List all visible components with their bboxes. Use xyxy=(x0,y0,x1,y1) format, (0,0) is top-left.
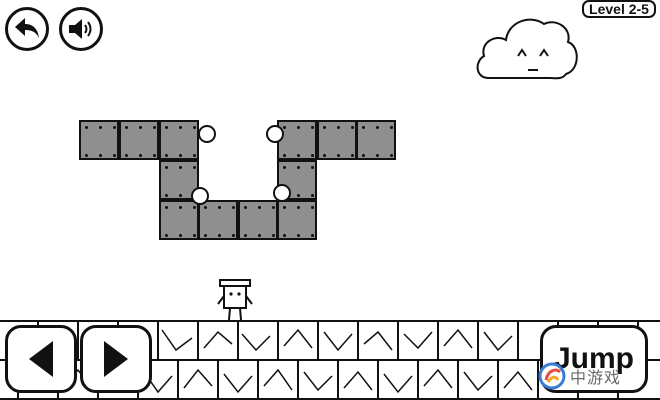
left-arrow-icon xyxy=(29,341,53,377)
stone-block xyxy=(317,120,357,160)
sound-button[interactable] xyxy=(59,7,103,51)
move-left-button[interactable] xyxy=(5,325,77,393)
watermark-text: 中游戏 xyxy=(570,370,622,387)
back-arrow-icon xyxy=(15,18,39,38)
stone-block xyxy=(238,200,278,240)
right-arrow-icon xyxy=(104,341,128,377)
stone-block xyxy=(277,200,317,240)
back-button[interactable] xyxy=(5,7,49,51)
stone-block xyxy=(356,120,396,160)
player-character xyxy=(217,279,253,321)
level-badge: Level 2-5 xyxy=(582,0,656,18)
stone-block xyxy=(119,120,159,160)
white-ball xyxy=(266,125,284,143)
speaker-icon xyxy=(69,19,92,39)
white-ball xyxy=(191,187,209,205)
stone-block xyxy=(79,120,119,160)
stone-block xyxy=(159,200,199,240)
watermark: 中游戏 xyxy=(538,360,656,392)
stone-block xyxy=(159,120,199,160)
cloud-face xyxy=(476,18,578,80)
logo-icon xyxy=(538,362,566,390)
move-right-button[interactable] xyxy=(80,325,152,393)
stone-block xyxy=(277,120,317,160)
white-ball xyxy=(198,125,216,143)
stone-block xyxy=(198,200,238,240)
white-ball xyxy=(273,184,291,202)
